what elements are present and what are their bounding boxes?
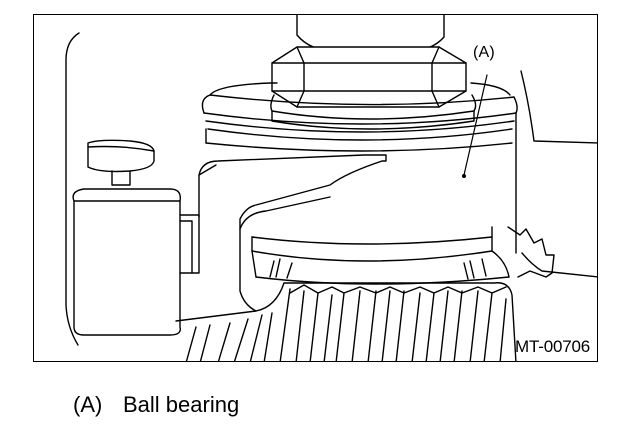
indicator-arm bbox=[179, 154, 387, 312]
legend-item: (A) Ball bearing bbox=[73, 393, 239, 417]
callout-label-a: (A) bbox=[473, 44, 495, 61]
figure-code: MT-00706 bbox=[515, 337, 590, 356]
dial-indicator bbox=[72, 139, 181, 336]
callout-leader-dot bbox=[462, 174, 466, 178]
hex-nut bbox=[271, 15, 467, 108]
figure-frame: (A) MT-00706 bbox=[33, 14, 598, 362]
shaft-cylinder bbox=[520, 70, 597, 278]
gear-teeth-right bbox=[507, 226, 555, 278]
legend-key: (A) bbox=[73, 392, 103, 417]
legend: (A) Ball bearing bbox=[73, 393, 239, 417]
callout-leader-line bbox=[463, 74, 488, 176]
ball-bearing-illustration bbox=[65, 15, 597, 361]
left-housing bbox=[65, 32, 80, 346]
bearing-body bbox=[201, 82, 518, 285]
washer bbox=[270, 94, 477, 130]
legend-text: Ball bearing bbox=[123, 392, 240, 417]
gear bbox=[175, 282, 517, 361]
